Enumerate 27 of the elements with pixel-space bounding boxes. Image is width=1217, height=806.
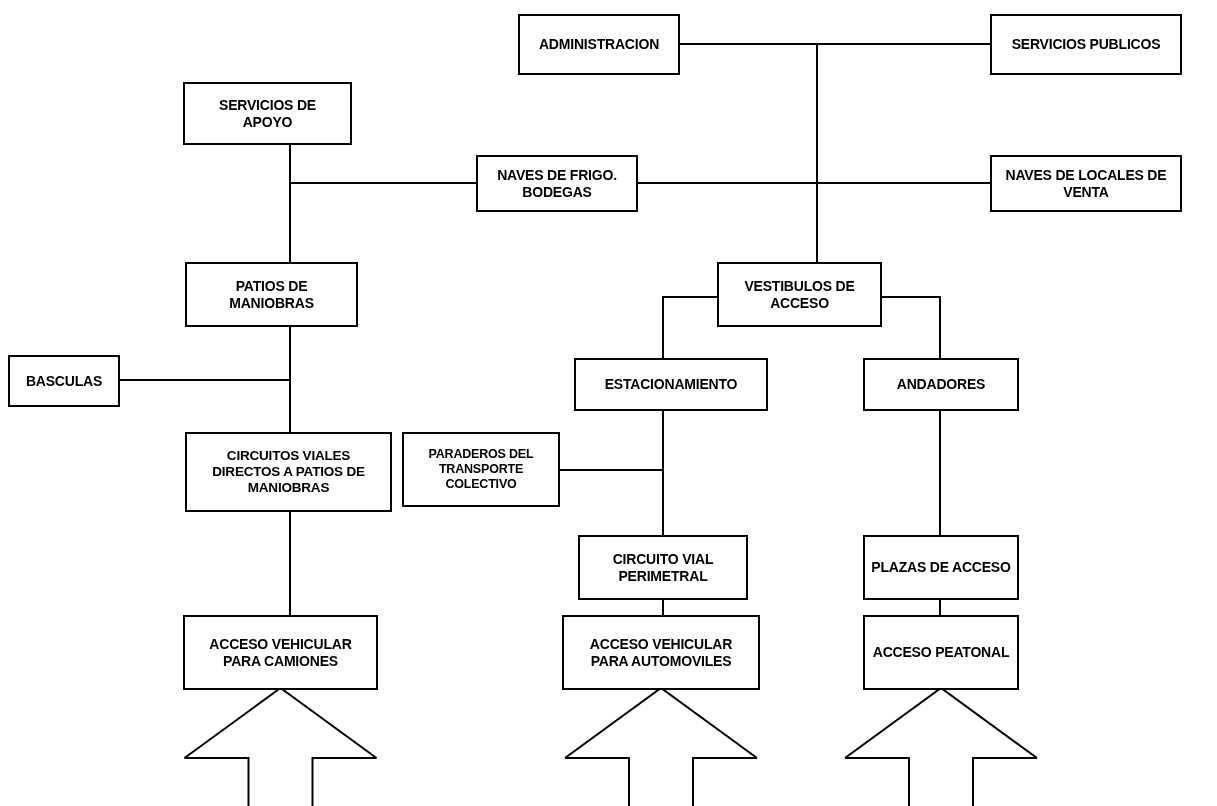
process-box: ESTACIONAMIENTO — [574, 358, 768, 411]
process-box: BASCULAS — [8, 355, 120, 407]
connector-line — [289, 326, 291, 433]
process-box: CIRCUITO VIAL PERIMETRAL — [578, 535, 748, 600]
connector-line — [662, 410, 664, 536]
connector-line — [289, 144, 291, 263]
process-box: ANDADORES — [863, 358, 1019, 411]
connector-line — [662, 296, 718, 359]
process-box: ACCESO VEHICULAR PARA CAMIONES — [183, 615, 378, 690]
connector-line — [881, 296, 941, 359]
connector-line — [939, 599, 941, 616]
process-box: PLAZAS DE ACCESO — [863, 535, 1019, 600]
process-box: CIRCUITOS VIALES DIRECTOS A PATIOS DE MANIOBRAS — [185, 432, 392, 512]
process-box: PARADEROS DEL TRANSPORTE COLECTIVO — [402, 432, 560, 507]
process-box: SERVICIOS PUBLICOS — [990, 14, 1182, 75]
process-box: ACCESO VEHICULAR PARA AUTOMOVILES — [562, 615, 760, 690]
process-box: SERVICIOS DE APOYO — [183, 82, 352, 145]
process-box: NAVES DE LOCALES DE VENTA — [990, 155, 1182, 212]
connector-line — [289, 511, 291, 616]
connector-line — [939, 410, 941, 536]
process-box: ACCESO PEATONAL — [863, 615, 1019, 690]
process-box: PATIOS DE MANIOBRAS — [185, 262, 358, 327]
process-box: NAVES DE FRIGO. BODEGAS — [476, 155, 638, 212]
connector-line — [637, 182, 991, 184]
process-box: VESTIBULOS DE ACCESO — [717, 262, 882, 327]
connector-line — [662, 599, 664, 616]
process-box: ADMINISTRACION — [518, 14, 680, 75]
